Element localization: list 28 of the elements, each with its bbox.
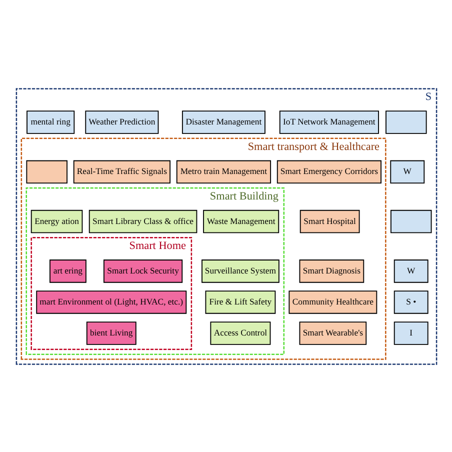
node-box: [26, 160, 67, 184]
node-box: Waste Management: [202, 209, 279, 233]
node-box: Disaster Management: [181, 110, 265, 134]
node-box: mental ring: [26, 110, 74, 134]
node-box: IoT Network Management: [278, 110, 378, 134]
node-box: Energy ation: [30, 209, 82, 233]
node-box: Community Healthcare: [288, 290, 377, 314]
node-box: art ering: [48, 259, 86, 282]
node-box: Smart Diagnosis: [298, 259, 364, 282]
node-box: I: [393, 321, 428, 344]
node-box: Smart Library Class & office: [88, 209, 197, 233]
node-box: Smart Wearable's: [298, 321, 366, 344]
node-box: Access Control: [210, 321, 270, 344]
node-box: Fire & Lift Safety: [204, 290, 276, 314]
node-box: bient Living: [86, 321, 136, 344]
node-box: W: [390, 160, 424, 184]
node-box: Weather Prediction: [84, 110, 158, 134]
node-box: mart Environment ol (Light, HVAC, etc.): [36, 290, 186, 314]
node-box: S •: [393, 290, 428, 314]
node-box: Smart Emergency Corridors: [276, 160, 381, 184]
node-box: W: [393, 259, 428, 282]
node-box: Surveillance System: [201, 259, 279, 282]
node-box: Metro train Management: [176, 160, 271, 184]
node-box: [385, 110, 426, 134]
node-box: Real-Time Traffic Signals: [72, 160, 170, 184]
node-box: Smart Hospital: [299, 209, 360, 233]
node-box: Smart Lock Security: [102, 259, 182, 282]
node-box: [390, 209, 432, 233]
